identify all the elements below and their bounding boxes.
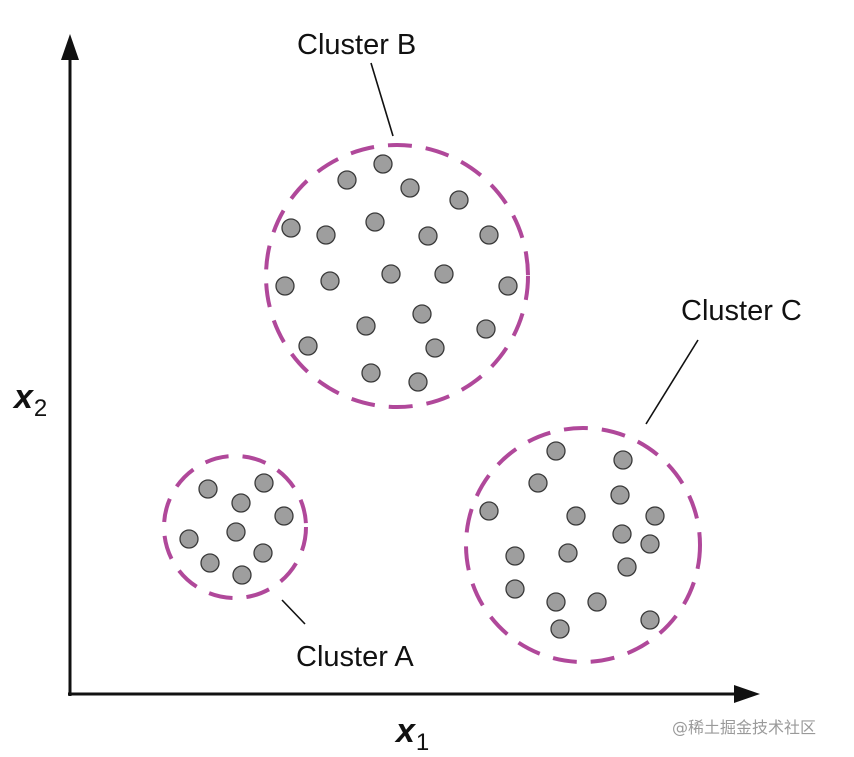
data-point [613,450,633,470]
cluster-c: Cluster C [464,295,802,664]
data-point [449,190,469,210]
cluster-a-boundary [162,454,308,600]
cluster-c-label: Cluster C [681,295,802,327]
data-point [610,485,630,505]
data-point [253,543,273,563]
data-point [254,473,274,493]
data-point [640,534,660,554]
data-point [418,226,438,246]
y-axis-arrow [61,34,79,60]
cluster-a: Cluster A [162,454,414,673]
data-point [479,501,499,521]
cluster-c-points [479,441,665,639]
cluster-a-label: Cluster A [296,641,414,673]
data-point [566,506,586,526]
data-point [361,363,381,383]
data-point [412,304,432,324]
data-point [546,441,566,461]
data-point [200,553,220,573]
data-point [479,225,499,245]
data-point [232,565,252,585]
y-axis-label-sub: 2 [34,395,47,422]
cluster-b: Cluster B [264,29,530,409]
data-point [274,506,294,526]
data-point [505,579,525,599]
data-point [528,473,548,493]
x-axis-label-var: x [394,712,417,750]
data-point [612,524,632,544]
x-axis-label: x1 [394,712,429,756]
cluster-a-points [179,473,294,585]
data-point [365,212,385,232]
data-point [617,557,637,577]
data-point [320,271,340,291]
data-point [498,276,518,296]
data-point [281,218,301,238]
data-point [356,316,376,336]
data-point [298,336,318,356]
y-axis-label: x2 [12,378,47,422]
data-point [587,592,607,612]
data-point [645,506,665,526]
watermark: @稀土掘金技术社区 [672,718,816,737]
data-point [476,319,496,339]
data-point [337,170,357,190]
data-point [550,619,570,639]
data-point [373,154,393,174]
cluster-b-leader [370,62,394,137]
data-point [408,372,428,392]
data-point [381,264,401,284]
cluster-c-leader [645,339,699,425]
data-point [400,178,420,198]
data-point [425,338,445,358]
data-point [640,610,660,630]
data-point [546,592,566,612]
cluster-b-label: Cluster B [297,29,416,61]
data-point [505,546,525,566]
cluster-b-boundary [264,143,530,409]
cluster-a-leader [281,599,306,625]
data-point [231,493,251,513]
x-axis-arrow [734,685,760,703]
data-point [198,479,218,499]
cluster-b-points [275,154,518,392]
cluster-c-boundary [464,426,702,664]
data-point [316,225,336,245]
data-point [226,522,246,542]
y-axis-label-var: x [12,378,35,416]
data-point [275,276,295,296]
data-point [179,529,199,549]
data-point [558,543,578,563]
x-axis-label-sub: 1 [416,729,429,756]
data-point [434,264,454,284]
